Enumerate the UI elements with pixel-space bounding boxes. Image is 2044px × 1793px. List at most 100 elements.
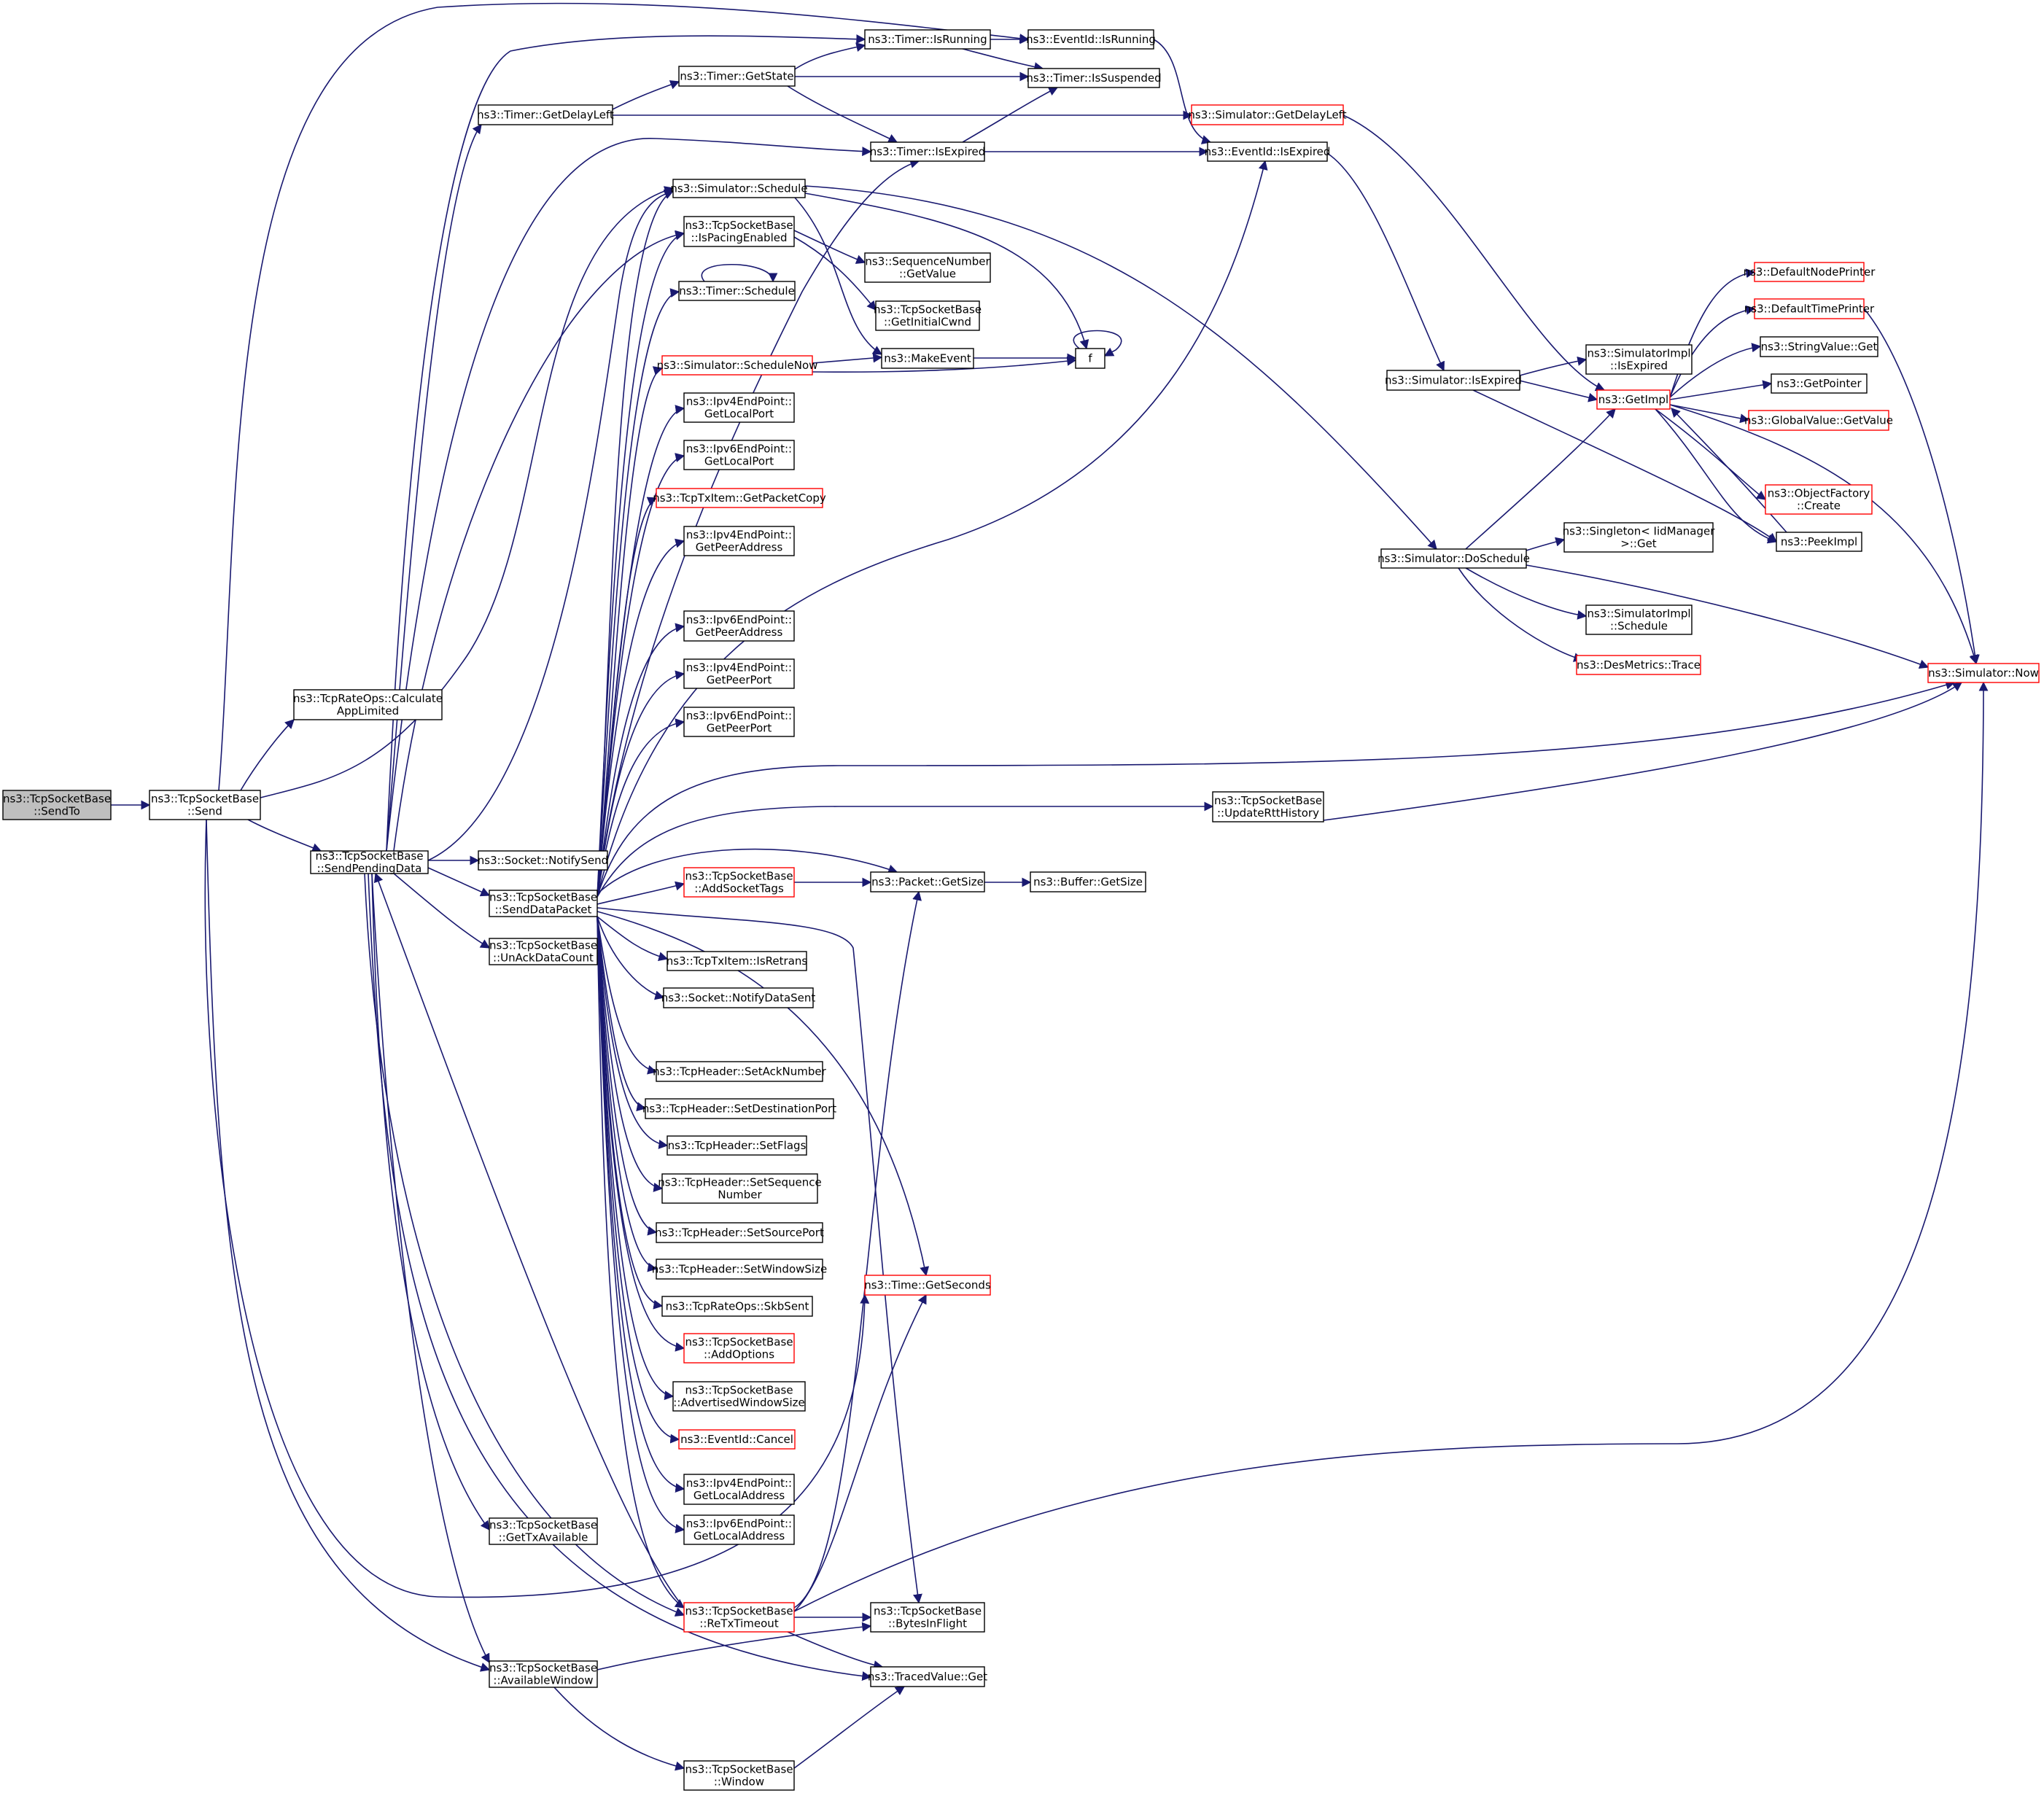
node-setwin[interactable]: ns3::TcpHeader::SetWindowSize xyxy=(652,1259,827,1280)
node-initcwnd[interactable]: ns3::TcpSocketBase::GetInitialCwnd xyxy=(874,300,982,331)
node-label: ns3::GetPointer xyxy=(1776,377,1862,390)
node-send[interactable]: ns3::TcpSocketBase::Send xyxy=(149,790,261,820)
node-spd[interactable]: ns3::TcpSocketBase::SendPendingData xyxy=(310,849,429,875)
node-time_gs[interactable]: ns3::Time::GetSeconds xyxy=(864,1275,991,1296)
node-ipv6_gla[interactable]: ns3::Ipv6EndPoint::GetLocalAddress xyxy=(683,1514,795,1545)
node-box xyxy=(683,707,795,737)
node-simimpl_sched[interactable]: ns3::SimulatorImpl::Schedule xyxy=(1585,604,1693,635)
node-label: ::GetValue xyxy=(899,268,956,281)
edge-sdp-to-setsrc xyxy=(597,916,658,1236)
node-box xyxy=(656,1222,823,1243)
edge-sim_dosched-to-getimpl xyxy=(1465,408,1616,550)
node-deftime[interactable]: ns3::DefaultTimePrinter xyxy=(1744,298,1875,319)
node-defnode[interactable]: ns3::DefaultNodePrinter xyxy=(1744,262,1876,282)
node-unack[interactable]: ns3::TcpSocketBase::UnAckDataCount xyxy=(489,938,598,965)
node-bif[interactable]: ns3::TcpSocketBase::BytesInFlight xyxy=(870,1602,985,1633)
node-timer_gdl[interactable]: ns3::Timer::GetDelayLeft xyxy=(477,104,614,125)
node-timer_sched[interactable]: ns3::Timer::Schedule xyxy=(678,281,796,301)
node-updrtt[interactable]: ns3::TcpSocketBase::UpdateRttHistory xyxy=(1212,791,1324,822)
node-buf_gs[interactable]: ns3::Buffer::GetSize xyxy=(1030,871,1146,892)
node-box xyxy=(678,1429,796,1450)
node-sim_now[interactable]: ns3::Simulator::Now xyxy=(1927,663,2040,683)
node-globval[interactable]: ns3::GlobalValue::GetValue xyxy=(1744,410,1893,431)
node-advwin[interactable]: ns3::TcpSocketBase::AdvertisedWindowSize xyxy=(672,1381,806,1412)
node-addopts[interactable]: ns3::TcpSocketBase::AddOptions xyxy=(683,1333,795,1364)
node-setflags[interactable]: ns3::TcpHeader::SetFlags xyxy=(667,1135,807,1156)
node-addsockettags[interactable]: ns3::TcpSocketBase::AddSocketTags xyxy=(683,867,795,898)
node-label: ns3::Time::GetSeconds xyxy=(864,1279,991,1292)
node-gettx[interactable]: ns3::TcpSocketBase::GetTxAvailable xyxy=(489,1517,598,1545)
node-sim_now_sched[interactable]: ns3::Simulator::ScheduleNow xyxy=(657,355,818,376)
node-tv_get[interactable]: ns3::TracedValue::Get xyxy=(868,1666,987,1687)
node-pacing[interactable]: ns3::TcpSocketBase::IsPacingEnabled xyxy=(683,216,795,247)
node-label: GetLocalPort xyxy=(704,408,774,421)
node-label: ns3::TcpTxItem::GetPacketCopy xyxy=(653,491,826,505)
node-ev_ie[interactable]: ns3::EventId::IsExpired xyxy=(1205,141,1331,162)
edge-sdp-to-retx xyxy=(597,916,685,1609)
node-sim_sched[interactable]: ns3::Simulator::Schedule xyxy=(670,179,808,198)
node-f[interactable]: f xyxy=(1075,348,1105,369)
node-label: ns3::TcpSocketBase xyxy=(874,1605,982,1618)
edge-send-to-calc xyxy=(240,719,295,791)
node-sendto[interactable]: ns3::TcpSocketBase::SendTo xyxy=(2,790,112,820)
node-sim_ie[interactable]: ns3::Simulator::IsExpired xyxy=(1385,370,1522,391)
node-window[interactable]: ns3::TcpSocketBase::Window xyxy=(683,1760,795,1791)
node-availwin[interactable]: ns3::TcpSocketBase::AvailableWindow xyxy=(489,1660,598,1688)
node-notifyds[interactable]: ns3::Socket::NotifyDataSent xyxy=(661,987,816,1008)
node-objfac[interactable]: ns3::ObjectFactory::Create xyxy=(1765,484,1873,515)
node-isretrans[interactable]: ns3::TcpTxItem::IsRetrans xyxy=(667,951,808,971)
node-ipv4_gpp[interactable]: ns3::Ipv4EndPoint::GetPeerPort xyxy=(683,658,795,689)
node-label: ::GetTxAvailable xyxy=(499,1531,588,1544)
edge-sdp-to-bif xyxy=(597,907,922,1604)
node-peekimpl[interactable]: ns3::PeekImpl xyxy=(1776,532,1862,552)
node-sdp[interactable]: ns3::TcpSocketBase::SendDataPacket xyxy=(489,890,598,917)
node-getimpl[interactable]: ns3::GetImpl xyxy=(1596,389,1671,410)
node-label: ::Create xyxy=(1797,499,1841,513)
node-timer_ie[interactable]: ns3::Timer::IsExpired xyxy=(870,141,986,162)
node-ipv6_gpa[interactable]: ns3::Ipv6EndPoint::GetPeerAddress xyxy=(683,610,795,642)
node-label: ns3::DefaultTimePrinter xyxy=(1744,303,1875,316)
edge-sdp-to-timer_ie xyxy=(597,159,920,898)
node-ev_ir[interactable]: ns3::EventId::IsRunning xyxy=(1026,29,1156,50)
node-ipv6_gpp[interactable]: ns3::Ipv6EndPoint::GetPeerPort xyxy=(683,707,795,737)
node-ev_cancel[interactable]: ns3::EventId::Cancel xyxy=(678,1429,796,1450)
edge-sdp-to-ev_cancel xyxy=(597,916,680,1444)
node-ipv4_gpa[interactable]: ns3::Ipv4EndPoint::GetPeerAddress xyxy=(683,526,795,556)
node-seq_gv[interactable]: ns3::SequenceNumber::GetValue xyxy=(864,252,991,283)
node-timer_ir[interactable]: ns3::Timer::IsRunning xyxy=(864,29,991,50)
edge-sim_sched-to-makeevent xyxy=(794,197,883,355)
node-ipv4_glp[interactable]: ns3::Ipv4EndPoint::GetLocalPort xyxy=(683,392,795,423)
node-desmetrics[interactable]: ns3::DesMetrics::Trace xyxy=(1576,655,1701,675)
node-label: ns3::TracedValue::Get xyxy=(868,1671,987,1684)
node-notifysend[interactable]: ns3::Socket::NotifySend xyxy=(478,850,608,871)
edge-sdp-to-addsockettags xyxy=(597,881,685,905)
node-pkt_gs[interactable]: ns3::Packet::GetSize xyxy=(870,871,985,892)
node-strval[interactable]: ns3::StringValue::Get xyxy=(1760,336,1878,357)
node-label: ns3::Packet::GetSize xyxy=(871,876,984,889)
node-timer_is[interactable]: ns3::Timer::IsSuspended xyxy=(1026,68,1162,88)
node-simimpl_ie[interactable]: ns3::SimulatorImpl::IsExpired xyxy=(1585,344,1693,375)
node-ipv6_glp[interactable]: ns3::Ipv6EndPoint::GetLocalPort xyxy=(683,440,795,470)
node-setsrc[interactable]: ns3::TcpHeader::SetSourcePort xyxy=(655,1222,824,1243)
node-skbsent[interactable]: ns3::TcpRateOps::SkbSent xyxy=(661,1296,813,1317)
node-getptr[interactable]: ns3::GetPointer xyxy=(1771,373,1868,394)
edge-sim_ie-to-simimpl_ie xyxy=(1519,356,1588,376)
node-makeevent[interactable]: ns3::MakeEvent xyxy=(881,348,974,369)
node-ipv4_gla[interactable]: ns3::Ipv4EndPoint::GetLocalAddress xyxy=(683,1474,795,1505)
node-singleton[interactable]: ns3::Singleton< IidManager >::Get xyxy=(1563,522,1716,553)
node-box xyxy=(149,790,261,820)
node-label: GetLocalAddress xyxy=(693,1489,785,1502)
node-label: ns3::TcpSocketBase xyxy=(874,303,982,316)
node-box xyxy=(478,104,613,125)
node-label: ns3::TcpSocketBase xyxy=(489,891,597,904)
node-sim_dosched[interactable]: ns3::Simulator::DoSchedule xyxy=(1377,548,1530,569)
node-sim_gdl[interactable]: ns3::Simulator::GetDelayLeft xyxy=(1188,104,1347,125)
node-box xyxy=(663,987,814,1008)
node-setack[interactable]: ns3::TcpHeader::SetAckNumber xyxy=(653,1061,827,1082)
node-retx[interactable]: ns3::TcpSocketBase::ReTxTimeout xyxy=(683,1602,795,1633)
node-txitem_gpc[interactable]: ns3::TcpTxItem::GetPacketCopy xyxy=(653,488,826,508)
node-setdst[interactable]: ns3::TcpHeader::SetDestinationPort xyxy=(642,1098,836,1119)
node-timer_gs[interactable]: ns3::Timer::GetState xyxy=(678,66,796,87)
